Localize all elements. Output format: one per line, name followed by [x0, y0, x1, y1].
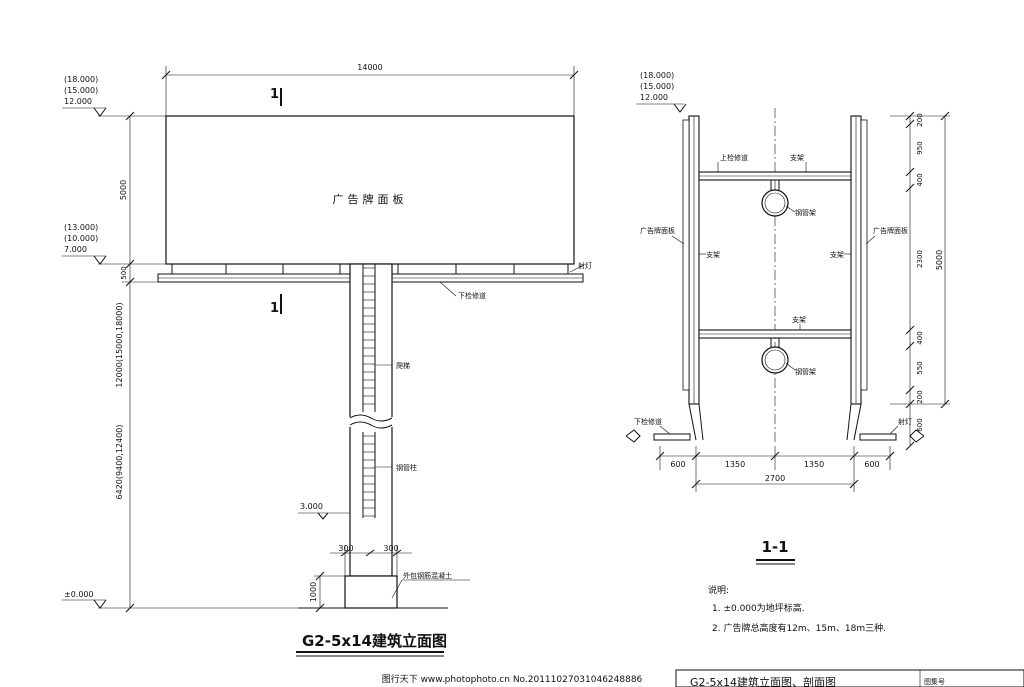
dim-300-left: 300: [338, 544, 353, 553]
level-mid: 7.000: [64, 245, 87, 254]
dim-tick: [905, 119, 915, 129]
label-steel-column: 钢管柱: [396, 463, 417, 472]
elevation-view: 14000 广告牌面板 1 1 射灯 下检修道: [62, 63, 592, 657]
dim-tick: [905, 183, 915, 193]
level-top: 12.000: [64, 97, 92, 106]
section-right-dim: 600: [916, 418, 924, 431]
title-block: [675, 669, 1024, 687]
label-bracket-left: 支架: [706, 250, 720, 259]
label-lower-walkway: 下检修道: [458, 291, 486, 300]
level-mid-alt-1: (13.000): [64, 223, 98, 232]
label-bracket-top: 支架: [790, 153, 804, 162]
section-right-total: 5000: [935, 250, 944, 270]
section-level-top: 12.000: [640, 93, 668, 102]
dim-tick: [905, 385, 915, 395]
section-bottom-total: 2700: [765, 474, 785, 483]
level-top-alt-1: (18.000): [64, 75, 98, 84]
dim-board-height: 5000: [119, 180, 128, 200]
section-right-dim: 400: [916, 331, 924, 344]
notes-item-2: 2. 广告牌总高度有12m、15m、18m三种.: [712, 622, 886, 634]
section-right-dim: 400: [916, 173, 924, 186]
ladder-rungs: [363, 267, 375, 517]
notes-heading: 说明:: [708, 584, 729, 596]
spotlight-posts: [171, 264, 569, 274]
section-mark-top: 1: [270, 87, 279, 102]
label-ladder: 爬梯: [396, 361, 410, 370]
level-top-alt-2: (15.000): [64, 86, 98, 95]
notes-block: 说明: 1. ±0.000为地坪标高. 2. 广告牌总高度有12m、15m、18…: [708, 584, 886, 634]
section-level-top-alt-2: (15.000): [640, 82, 674, 91]
label-steel-truss-lower: 钢管架: [795, 367, 816, 376]
steel-pipe-lower: [761, 346, 789, 374]
dim-tick: [905, 341, 915, 351]
elevation-title: G2-5x14建筑立面图: [302, 632, 447, 650]
section-bottom-dim-4: 600: [864, 460, 879, 469]
label-steel-truss-upper: 钢管架: [795, 208, 816, 217]
section-title: 1-1: [761, 538, 788, 556]
dim-width-label: 14000: [357, 63, 382, 72]
label-spotlight: 射灯: [578, 261, 592, 270]
section-mark-bottom: 1: [270, 301, 279, 316]
label-section-lower-walkway: 下检修道: [634, 417, 662, 426]
billboard-panel: [165, 115, 575, 265]
label-board-left: 广告牌面板: [640, 226, 675, 235]
section-right-dims: 200 950 400 2300 400 550 200 600: [905, 111, 924, 451]
notes-item-1: 1. ±0.000为地坪标高.: [712, 602, 805, 614]
section-bottom-dim-3: 1350: [804, 460, 824, 469]
label-encasement: 外包钢筋混凝土: [403, 571, 452, 580]
section-right-dim: 950: [916, 141, 924, 154]
section-right-dim: 550: [916, 361, 924, 374]
section-right-dim: 2300: [916, 250, 924, 268]
label-bracket-right: 支架: [830, 250, 844, 259]
level-mid-alt-2: (10.000): [64, 234, 98, 243]
dim-foundation: 1000: [309, 582, 318, 602]
dim-tick: [905, 167, 915, 177]
dim-walkway-height: 500: [120, 266, 128, 279]
level-base: 3.000: [300, 502, 323, 511]
title-block-atlas: 图集号: [924, 677, 945, 686]
footer-watermark: 图行天下 www.photophoto.cn No.20111027031046…: [382, 673, 643, 685]
ladder: [362, 264, 376, 518]
dim-300-right: 300: [383, 544, 398, 553]
level-ground: ±0.000: [64, 590, 94, 599]
section-bottom-dim-1: 600: [670, 460, 685, 469]
dim-total-height: 12000(15000,18000): [115, 302, 124, 387]
label-upper-walkway: 上检修道: [720, 153, 748, 162]
foundation: [344, 575, 398, 609]
title-block-text: G2-5x14建筑立面图、剖面图: [690, 675, 836, 687]
section-right-dim: 200: [916, 113, 924, 126]
steel-pipe-upper: [761, 189, 789, 217]
label-board-right: 广告牌面板: [873, 226, 908, 235]
section-level-top-alt-1: (18.000): [640, 71, 674, 80]
section-right-dim: 200: [916, 390, 924, 403]
board-panel-label: 广告牌面板: [333, 192, 408, 206]
label-bracket-lower: 支架: [792, 315, 806, 324]
label-section-spotlight: 射灯: [898, 417, 912, 426]
dim-tick: [905, 325, 915, 335]
dim-column-height: 6420(9400,12400): [115, 425, 124, 500]
section-view: (18.000) (15.000) 12.000 上检修道: [625, 71, 950, 565]
section-bottom-dim-2: 1350: [725, 460, 745, 469]
